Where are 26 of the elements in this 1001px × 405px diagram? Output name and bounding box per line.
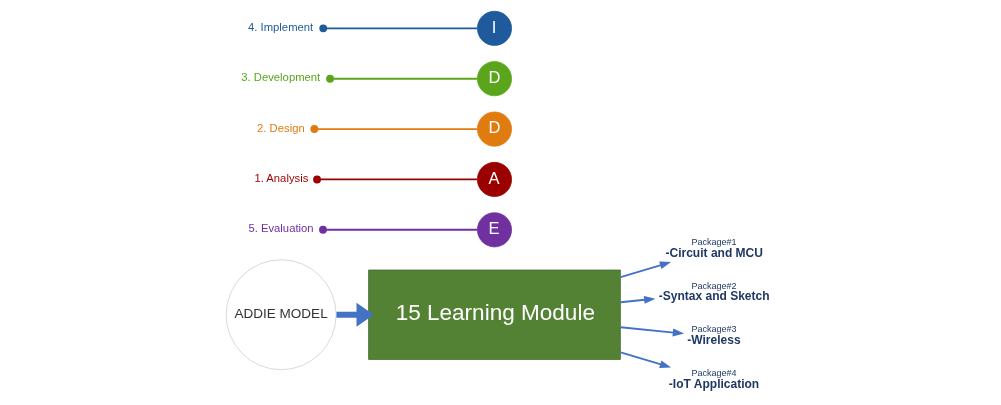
node-circle: D	[476, 111, 512, 147]
node-text: 3. Development	[240, 71, 320, 84]
node-text: 5. Evaluation	[247, 222, 314, 235]
connector	[318, 225, 478, 234]
arrow	[619, 261, 671, 279]
node-box: 15 Learning Module	[367, 269, 621, 360]
arrow	[619, 295, 655, 304]
node-circle: E	[476, 212, 512, 248]
node-text: Package#2 -Syntax and Sketch	[658, 280, 770, 304]
node-circle: I	[476, 10, 512, 46]
arrow	[619, 326, 684, 337]
node-circle: D	[476, 61, 512, 97]
node-text: Package#3 -Wireless	[686, 324, 741, 347]
arrow	[619, 351, 671, 368]
node-circle: ADDIE MODEL	[225, 259, 336, 371]
connector	[309, 125, 478, 133]
connector	[312, 175, 478, 184]
connector	[318, 24, 478, 33]
arrow	[335, 302, 374, 327]
node-text: 2. Design	[256, 121, 305, 134]
node-text: 1. Analysis	[253, 172, 308, 185]
node-circle: A	[476, 161, 512, 197]
node-text: 4. Implement	[247, 20, 313, 33]
connector	[325, 74, 478, 83]
node-text: Package#4 -IoT Application	[668, 368, 759, 391]
node-text: Package#1 -Circuit and MCU	[664, 237, 763, 260]
